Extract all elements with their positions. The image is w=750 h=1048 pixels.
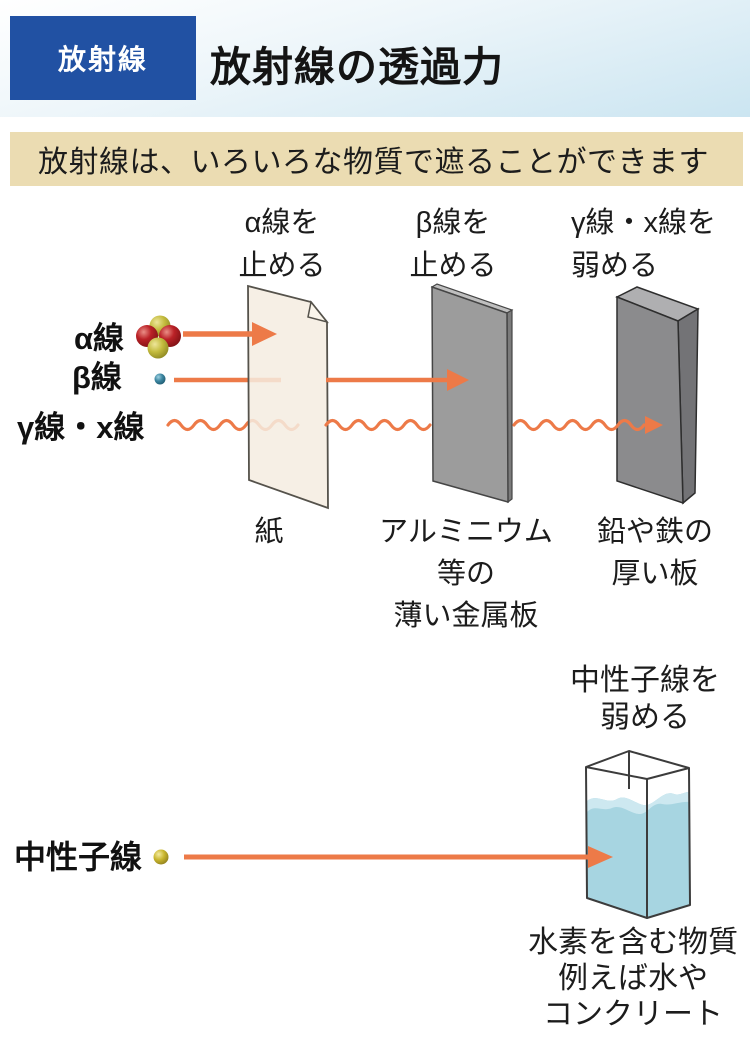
- lead-block-front-face: [616, 295, 684, 505]
- material-label-paper-line1: 紙: [254, 516, 284, 548]
- ray-label-beta: β線: [72, 360, 122, 395]
- gamma-ray-arrow: [512, 416, 663, 434]
- beta-shield-caption: β線を 止める: [383, 202, 523, 288]
- aluminum-plate-front-face: [431, 285, 509, 503]
- lead-iron-block: [615, 286, 700, 505]
- material-label-aluminum-line2: 等の: [436, 558, 495, 590]
- paper-fold-corner: [307, 300, 330, 324]
- ray-label-alpha: α線: [74, 321, 125, 356]
- material-label-paper: 紙: [219, 511, 319, 553]
- ray-label-neutron: 中性子線: [14, 839, 143, 875]
- material-label-aluminum-line1: アルミニウム: [379, 516, 553, 548]
- alpha-shield-caption: α線を 止める: [212, 202, 352, 288]
- beta-particle-icon: [154, 373, 166, 385]
- subtitle-banner: 放射線は、いろいろな物質で遮ることができます: [10, 132, 743, 186]
- water-surface-highlight: [587, 791, 690, 814]
- ray-label-gamma: γ線・x線: [17, 410, 145, 445]
- neutron-shield-caption: 中性子線を 弱める: [545, 662, 745, 736]
- gamma-ray-wave-segment-2: [324, 418, 432, 432]
- material-label-lead-line2: 厚い板: [611, 558, 699, 590]
- category-badge-label: 放射線: [57, 44, 148, 75]
- gamma-shield-caption: γ線・x線を 弱める: [571, 202, 746, 288]
- neutron-particle-icon: [153, 849, 169, 865]
- alpha-shield-caption-line2: 止める: [238, 250, 326, 282]
- gamma-shield-caption-line2: 弱める: [571, 250, 659, 282]
- aluminum-plate: [430, 283, 514, 504]
- gamma-ray-wave-segment-3: [512, 418, 646, 432]
- water-fill: [587, 791, 690, 918]
- neutron-shield-caption-line2: 弱める: [600, 701, 690, 734]
- header-band: 放射線 放射線の透過力: [0, 0, 750, 117]
- material-label-neutron-shield-line2: 例えば水や: [558, 962, 708, 995]
- gamma-shield-caption-line1: γ線・x線を: [571, 207, 717, 239]
- material-label-lead-line1: 鉛や鉄の: [596, 516, 713, 548]
- subtitle-banner-text: 放射線は、いろいろな物質で遮ることができます: [38, 146, 709, 179]
- material-label-aluminum-line3: 薄い金属板: [393, 600, 539, 632]
- gamma-arrowhead-icon: [645, 416, 663, 434]
- material-label-neutron-shield-line3: コンクリート: [543, 998, 723, 1031]
- material-label-neutron-shield-line1: 水素を含む物質: [528, 926, 738, 959]
- alpha-particle-icon: [136, 315, 181, 359]
- paper-shape: [247, 284, 329, 510]
- alpha-arrowhead-icon: [252, 322, 277, 346]
- beta-shield-caption-line2: 止める: [409, 250, 497, 282]
- paper-sheet: [247, 284, 330, 510]
- page-title: 放射線の透過力: [210, 44, 504, 90]
- beta-arrowhead-icon: [447, 369, 469, 391]
- material-label-neutron-shield: 水素を含む物質 例えば水や コンクリート: [505, 925, 750, 1033]
- beta-shield-caption-line1: β線を: [415, 207, 491, 239]
- material-label-lead: 鉛や鉄の 厚い板: [555, 511, 750, 595]
- material-label-aluminum: アルミニウム 等の 薄い金属板: [366, 511, 566, 637]
- neutron-arrowhead-icon: [588, 846, 613, 868]
- neutron-shield-caption-line1: 中性子線を: [570, 664, 720, 697]
- beta-ray-arrow: [326, 369, 469, 391]
- alpha-shield-caption-line1: α線を: [244, 207, 320, 239]
- alpha-ray-arrow: [183, 322, 277, 346]
- category-badge: 放射線: [10, 16, 196, 100]
- water-tank: [585, 750, 691, 919]
- tank-outline: [585, 750, 691, 919]
- neutron-ray-arrow: [184, 846, 613, 868]
